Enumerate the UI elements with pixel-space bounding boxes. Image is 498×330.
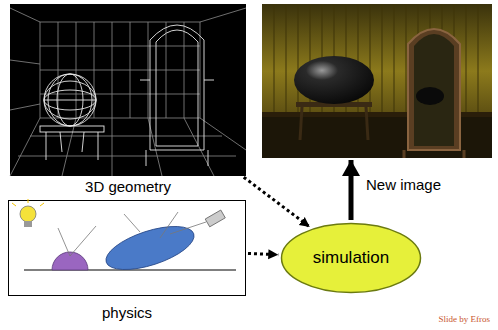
process-ellipse: simulation: [280, 222, 422, 294]
picture-frame: [262, 4, 492, 158]
credit-note: Slide by Efros: [439, 314, 491, 324]
wireframe-picture: [10, 4, 246, 176]
picture-frame: [8, 200, 246, 296]
geometry-picture-box: 3D geometry: [10, 4, 246, 196]
physics-box: physics: [8, 200, 246, 322]
dotted-arrow: [248, 253, 278, 254]
picture-caption: 3D geometry: [10, 178, 246, 196]
picture-caption: New image: [366, 176, 441, 194]
ellipse-shape: [282, 224, 421, 293]
picture-frame: [10, 4, 246, 176]
rendered-picture: [262, 4, 492, 158]
process-label: simulation: [313, 248, 390, 268]
dotted-arrow: [244, 177, 310, 227]
output-arrow: [349, 160, 354, 220]
picture-caption: physics: [8, 304, 246, 322]
rendered-picture-box: New image: [262, 4, 492, 158]
physics-picture: [9, 199, 246, 296]
